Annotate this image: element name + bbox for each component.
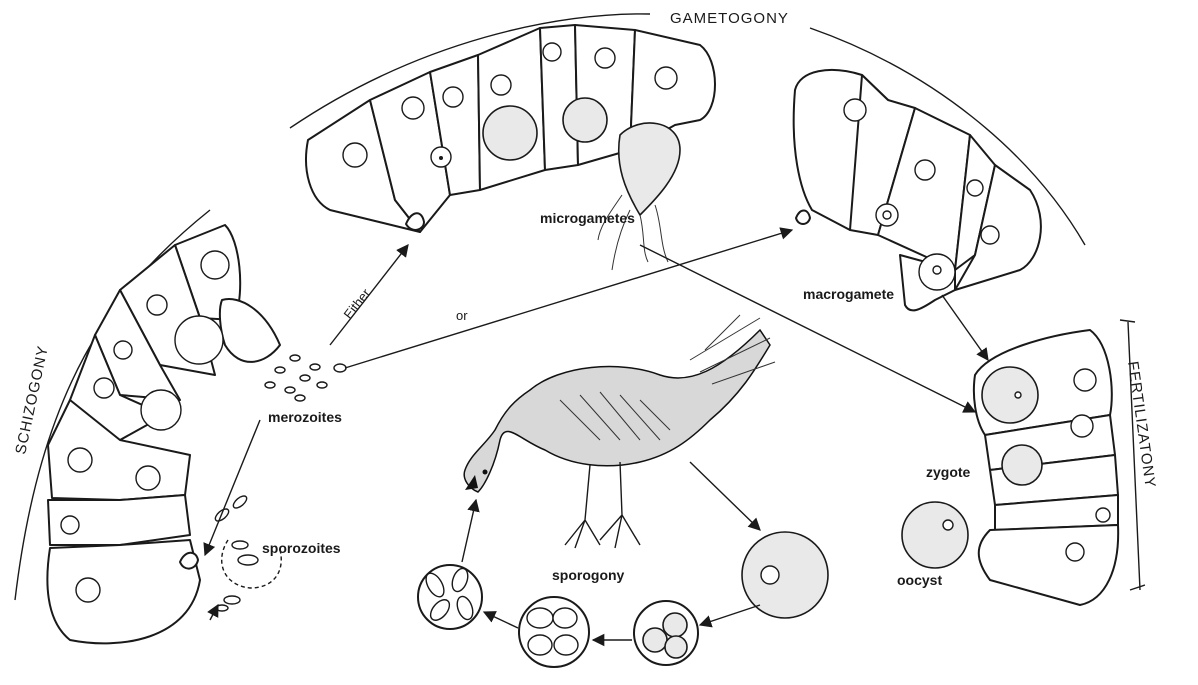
gametogony-label: GAMETOGONY: [670, 10, 789, 27]
arrow-oocyst-to-bird: [462, 500, 476, 562]
arrow-merozoite-to-macrogamete: [345, 230, 792, 368]
or-label: or: [456, 308, 468, 323]
chicken-illustration: [464, 315, 775, 548]
sporogony-oocyst-4: [418, 565, 482, 629]
sporogony-oocyst-2: [634, 601, 698, 665]
arrow-sporozoite-to-schizogony: [205, 420, 260, 555]
sporogony-oocyst-3: [519, 597, 589, 667]
merozoites-cluster: [265, 355, 346, 401]
schizogony-epithelium: [47, 225, 280, 643]
oocyst-label: oocyst: [897, 572, 942, 588]
arrow-sporogony-1: [700, 605, 760, 625]
zygote-label: zygote: [926, 464, 971, 480]
sporozoites-label: sporozoites: [262, 540, 341, 556]
macrogamete-label: macrogamete: [803, 286, 894, 302]
fertilization-epithelium: [974, 330, 1118, 605]
arrow-macrogamete-to-fertilization: [942, 295, 988, 360]
either-label: Either: [341, 285, 374, 322]
merozoites-label: merozoites: [268, 409, 342, 425]
arrow-sporogony-3: [484, 612, 518, 628]
microgametes-label: microgametes: [540, 210, 635, 226]
fertilization-label: FERTILIZATONY: [1124, 360, 1159, 489]
sporogony-label: sporogony: [552, 567, 625, 583]
gametogony-epithelium: [306, 25, 715, 232]
schizogony-label: SCHIZOGONY: [12, 344, 52, 456]
sporogony-oocyst-1: [742, 532, 828, 618]
microgametes-flagella: [598, 195, 668, 270]
macrogamete-epithelium: [794, 70, 1041, 310]
arrow-bird-to-oocyst: [690, 462, 760, 530]
oocyst: [902, 502, 968, 568]
arrow-ingress: [210, 605, 218, 620]
